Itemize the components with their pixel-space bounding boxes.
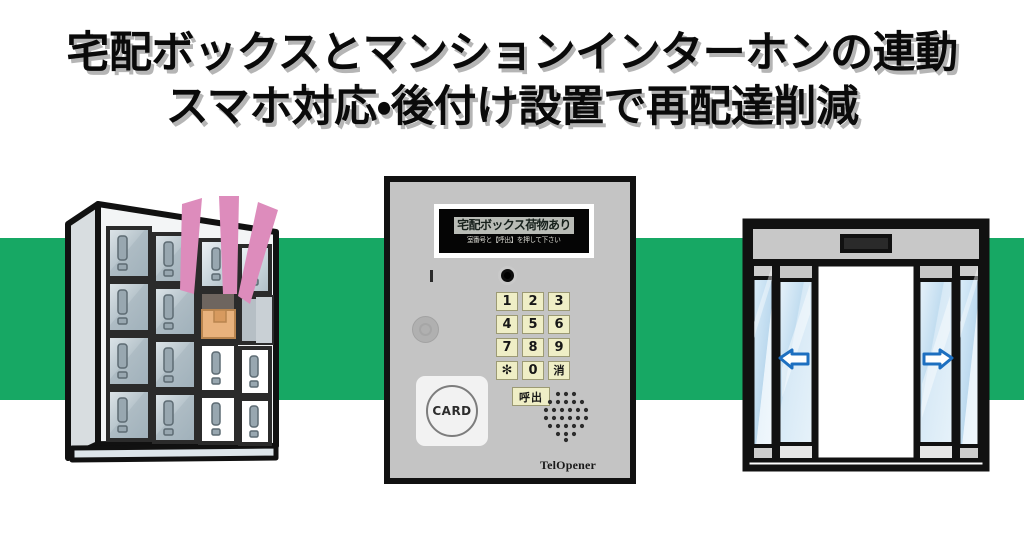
right-arrow-icon [922,348,954,370]
key-asterisk[interactable]: ✻ [496,361,518,380]
locker-open-door [238,295,274,345]
key-clear[interactable]: 消 [548,361,570,380]
door-arrow-decals [778,348,954,370]
locker-door [152,285,198,338]
key-8[interactable]: 8 [522,338,544,357]
locker-door [152,391,198,444]
locker-door [152,338,198,391]
motion-sensor-icon [840,234,892,253]
locker-door [106,226,152,280]
left-arrow-icon [778,348,810,370]
camera-lens-icon [498,266,517,285]
automatic-door-illustration [742,218,990,472]
sparkle-ray [238,202,278,304]
key-0[interactable]: 0 [522,361,544,380]
speaker-grille-icon [536,388,594,446]
key-5[interactable]: 5 [522,315,544,334]
key-2[interactable]: 2 [522,292,544,311]
microphone-icon [412,316,439,343]
key-1[interactable]: 1 [496,292,518,311]
door-header [747,223,985,265]
numeric-keypad[interactable]: 1 2 3 4 5 6 7 8 9 ✻ 0 消 [496,292,570,380]
locker-open-compartment [198,290,238,342]
locker-side-panel [65,201,101,461]
page-title: 宅配ボックスとマンションインターホンの連動 スマホ対応・後付け設置で再配達削減 [0,28,1024,132]
call-button[interactable]: 呼出 [512,387,550,406]
lcd-bezel: 宅配ボックス荷物あり 室番号と【呼出】を押して下さい [434,204,594,258]
delivery-locker-illustration [62,196,312,466]
brand-name: TelOpener [540,458,597,472]
sparkle-rays [180,196,278,304]
sparkle-ray [219,196,239,294]
sparkle-ray [180,198,202,294]
locker-door [106,280,152,334]
card-reader-label: CARD [426,385,478,437]
headline-line-1: 宅配ボックスとマンションインターホンの連動 [66,28,958,78]
lcd-status-message: 宅配ボックス荷物あり [454,217,574,234]
key-6[interactable]: 6 [548,315,570,334]
door-opening [813,261,919,463]
lcd-instruction-text: 室番号と【呼出】を押して下さい [467,236,561,244]
key-7[interactable]: 7 [496,338,518,357]
locker-door [106,334,152,388]
door-sidelight-left [749,261,777,463]
key-4[interactable]: 4 [496,315,518,334]
intercom-panel: 宅配ボックス荷物あり 室番号と【呼出】を押して下さい 1 2 3 4 5 6 7… [384,176,636,484]
key-3[interactable]: 3 [548,292,570,311]
card-reader[interactable]: CARD [416,376,488,446]
locker-plinth [69,443,279,463]
lcd-screen: 宅配ボックス荷物あり 室番号と【呼出】を押して下さい [439,209,589,253]
status-led-icon [430,270,433,282]
door-leaf-rails [750,262,982,462]
key-9[interactable]: 9 [548,338,570,357]
parcel-box [201,309,236,339]
locker-door [106,388,152,442]
headline-line-2: スマホ対応・後付け設置で再配達削減 [165,82,859,132]
door-sidelight-right [955,261,983,463]
